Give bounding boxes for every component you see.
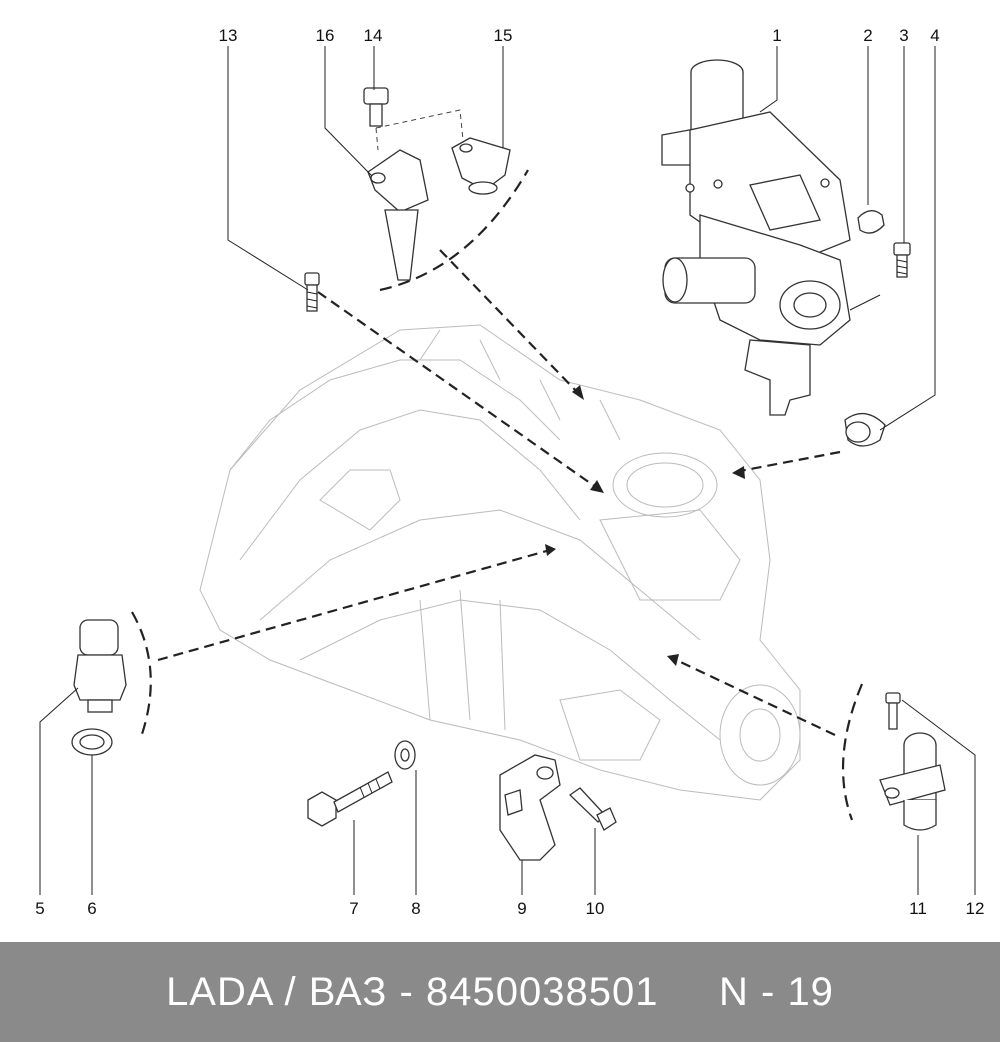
part-4-plug [844,413,886,447]
callout-9: 9 [517,899,526,918]
callout-5: 5 [35,899,44,918]
part-9-bracket [499,754,561,861]
part-8-washer [394,740,416,770]
part-5-pressure-switch [73,619,127,713]
part-3-bolt [893,242,911,278]
part-11-speed-sensor [879,732,946,831]
part-10-bolt [568,787,617,831]
callout-3: 3 [899,26,908,45]
part-15-cover [451,137,511,195]
part-16-position-sensor [367,149,429,281]
callout-13: 13 [219,26,238,45]
callout-10: 10 [586,899,605,918]
assembly-arrows [157,109,841,736]
callout-12: 12 [966,899,985,918]
callout-labels: 13 16 14 15 1 2 3 4 5 6 7 8 9 10 11 12 [35,26,984,918]
callout-14: 14 [364,26,383,45]
part-7-long-bolt [307,771,393,827]
part-12-bolt [885,692,901,730]
callout-6: 6 [87,899,96,918]
exploded-parts-diagram: 13 16 14 15 1 2 3 4 5 6 7 8 9 10 11 12 [35,26,984,918]
part-13-bolt [304,272,320,312]
callout-16: 16 [316,26,335,45]
callout-11: 11 [909,899,927,918]
grouping-arcs [131,169,864,821]
part-number-caption: LADA / ВАЗ - 8450038501 N - 19 [166,969,834,1014]
callout-7: 7 [349,899,358,918]
callout-8: 8 [411,899,420,918]
part-2-plug-cap [857,210,885,234]
leader-lines [39,46,976,895]
callout-4: 4 [930,26,939,45]
footer-bar: LADA / ВАЗ - 8450038501 N - 19 [0,942,1000,1042]
part-1-gear-actuator [661,59,851,416]
part-14-bolt [363,87,389,127]
callout-15: 15 [494,26,513,45]
gearbox-housing [199,324,801,801]
callout-1: 1 [772,26,781,45]
callout-2: 2 [863,26,872,45]
part-6-washer [71,728,113,756]
